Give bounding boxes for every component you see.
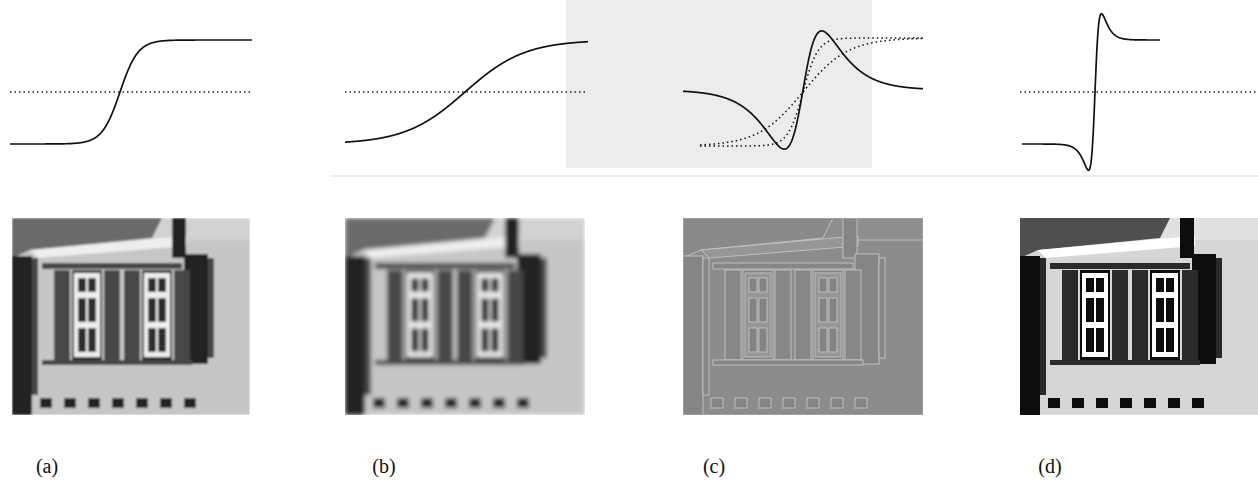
panel-label: (d) xyxy=(1038,456,1061,476)
panel-label: (a) xyxy=(36,456,58,476)
facade-photo xyxy=(1020,218,1258,415)
edge-profile xyxy=(683,31,923,149)
edge-profile xyxy=(345,42,588,142)
facade-photo xyxy=(12,218,250,415)
mid-level-line xyxy=(1020,91,1256,92)
facade-photo xyxy=(345,218,585,415)
facade-photos xyxy=(12,218,1258,415)
page-rule xyxy=(330,176,1258,177)
edge-profiles xyxy=(10,14,1256,171)
panel-label: (c) xyxy=(703,456,725,476)
edge-profile xyxy=(10,40,252,144)
reference-profile xyxy=(700,39,923,145)
mid-level-line xyxy=(10,91,250,92)
edge-profile xyxy=(1022,14,1160,171)
facade-photo xyxy=(683,218,923,415)
panel-label: (b) xyxy=(372,456,395,476)
reference-profile xyxy=(700,38,923,146)
